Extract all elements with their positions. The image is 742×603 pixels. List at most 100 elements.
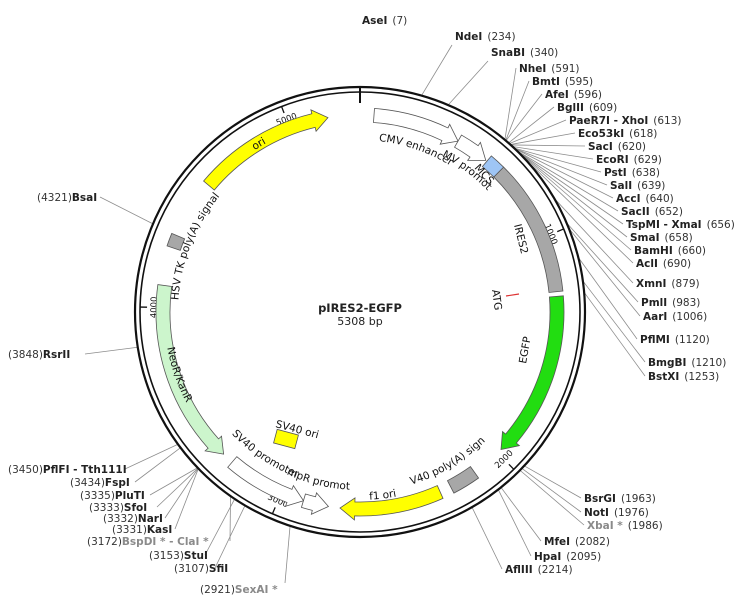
atg-label: ATG [489,289,504,311]
hsv-tk-polya-arc [166,232,186,251]
sv40-promoter-arc [227,456,305,507]
f1-ori-arc [339,485,444,521]
ires2-label: IRES2 [511,223,530,255]
site-leader [510,132,576,145]
site-leader [500,487,542,542]
site-leader [124,443,179,470]
site-asei[interactable]: AseI(7) [362,15,407,27]
site-leader [84,346,138,355]
site-pflfi-tth111i[interactable]: (3450)PflFI - Tth111I [8,464,127,476]
site-leader [505,80,530,141]
plasmid-name: pIRES2-EGFP [318,301,402,315]
site-saci[interactable]: SacI(620) [588,141,646,153]
site-ecori[interactable]: EcoRI(629) [596,154,662,166]
site-hpai[interactable]: HpaI(2095) [534,551,601,563]
site-noti[interactable]: NotI(1976) [584,507,649,519]
site-leader [566,222,639,303]
feature-arcs [155,108,565,521]
site-fspi[interactable]: (3434)FspI [70,477,130,489]
site-acli[interactable]: AclI(690) [636,258,691,270]
site-leader [509,119,567,145]
tick-mark [556,228,564,233]
egfp-arc [500,295,565,451]
site-xbai[interactable]: XbaI *(1986) [587,520,663,532]
site-leader [134,447,181,483]
site-leader [149,467,198,496]
cmv-promoter-label: CMV promoter [0,0,494,193]
tick-mark [271,507,276,515]
cmv-enhancer-arc [373,108,459,145]
site-bstxi[interactable]: BstXI(1253) [648,371,719,383]
site-xmni[interactable]: XmnI(879) [636,278,700,290]
site-bmti[interactable]: BmtI(595) [532,76,593,88]
egfp-label: EGFP [517,336,534,365]
site-leader [512,146,594,160]
f1-ori-label: f1 ori [369,488,397,503]
site-afliii[interactable]: AflIII(2214) [505,564,573,576]
site-leader [516,150,619,212]
site-tspmi-xmai[interactable]: TspMI - XmaI(656) [626,219,735,231]
site-ndei[interactable]: NdeI(234) [455,31,516,43]
site-bamhi[interactable]: BamHI(660) [634,245,706,257]
site-acci[interactable]: AccI(640) [616,193,674,205]
site-bsrgi[interactable]: BsrGI(1963) [584,493,656,505]
site-leader [447,60,489,106]
site-bglii[interactable]: BglII(609) [557,102,617,114]
site-pluti[interactable]: (3335)PluTI [80,490,145,502]
site-nari[interactable]: (3332)NarI [103,513,163,525]
site-leader [471,506,503,570]
site-leader [517,151,624,225]
site-stui[interactable]: (3153)StuI [149,550,208,562]
site-leader-lines [84,44,646,584]
site-leader [284,525,291,584]
site-sfii[interactable]: (3107)SfiI [174,563,228,575]
ampr-promoter-arc [300,491,330,515]
site-leader [514,147,608,186]
tick-mark [280,106,285,114]
site-leader [156,467,199,508]
site-sexai[interactable]: (2921)SexAI * [200,584,278,596]
site-paer7i-xhoi[interactable]: PaeR7I - XhoI(613) [569,115,682,127]
site-leader [582,280,646,363]
site-aari[interactable]: AarI(1006) [643,311,707,323]
atg-marker [505,293,520,297]
site-smai[interactable]: SmaI(658) [630,232,693,244]
site-leader [174,468,199,530]
site-leader [577,257,638,340]
tick-label: 4000 [149,296,159,318]
sv40-polya-arc [446,466,480,494]
site-rsrii[interactable]: (3848)RsrII [8,349,70,361]
site-bmgbi[interactable]: BmgBI(1210) [648,357,726,369]
neor-kanr-arc [155,284,225,455]
ires2-arc [493,166,564,293]
site-bspdi-clai[interactable]: (3172)BspDI * - ClaI * [87,536,209,548]
site-pmli[interactable]: PmlI(983) [641,297,700,309]
site-leader [583,292,646,377]
site-leader [521,468,582,513]
site-bsai[interactable]: (4321)BsaI [37,192,97,204]
site-leader [510,144,586,147]
site-sacii[interactable]: SacII(652) [621,206,683,218]
ori-arc [203,109,329,191]
site-leader [523,465,582,499]
site-leader [229,496,231,542]
sv40-polya-label: SV40 poly(A) signal [0,0,487,487]
site-leader [421,44,453,96]
site-leader [99,196,154,225]
site-sali[interactable]: SalI(639) [610,180,665,192]
site-mfei[interactable]: MfeI(2082) [544,536,610,548]
site-leader [514,148,614,199]
site-pflmi[interactable]: PflMI(1120) [640,334,710,346]
site-afei[interactable]: AfeI(596) [545,89,602,101]
site-leader [518,151,632,251]
restriction-sites: AseI(7) NdeI(234) SnaBI(340) NheI(591) B… [8,15,735,596]
site-leader [497,489,532,557]
site-nhei[interactable]: NheI(591) [519,63,580,75]
site-eco53ki[interactable]: Eco53kI(618) [578,128,657,140]
site-psti[interactable]: PstI(638) [604,167,660,179]
site-kasi[interactable]: (3331)KasI [112,524,172,536]
site-leader [505,93,543,141]
site-leader [504,67,517,140]
site-snabi[interactable]: SnaBI(340) [491,47,558,59]
site-sfoi[interactable]: (3333)SfoI [89,502,147,514]
